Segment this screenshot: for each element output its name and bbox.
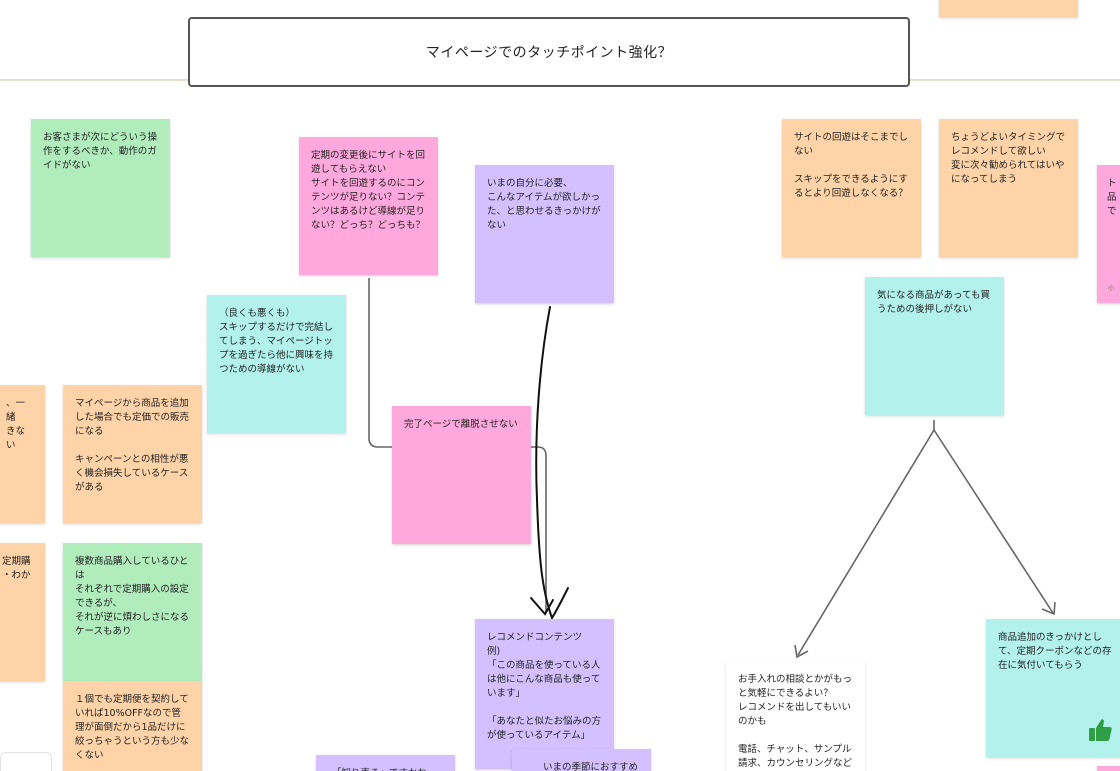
sticky-note-add-product-price[interactable]: マイページから商品を追加した場合でも定価での販売になる キャンペーンとの相性が悪… (63, 385, 202, 523)
sticky-note-skip[interactable]: （良くも悪くも） スキップするだけで完結してしまう、マイページトップを過ぎたら他… (207, 295, 346, 433)
sticky-note-partial-bottom-right[interactable] (1097, 766, 1120, 771)
sticky-note-author-label: 小 (1108, 285, 1115, 292)
connector-no-push-to-consult (797, 420, 935, 656)
sticky-note-multi-products[interactable]: 複数商品購入しているひとは それぞれで定期購入の設定できるが、 それが逆に煩わし… (63, 543, 202, 681)
hand-drawn-arrow (535, 306, 569, 621)
sticky-note-timing-recommend[interactable]: ちょうどよいタイミングでレコメンドして欲しい 変に次々勧められてはいやになってし… (939, 119, 1078, 257)
sticky-note-recommend-content[interactable]: レコメンドコンテンツ 例) 「この商品を使っている人は他にこんな商品も使っていま… (475, 619, 614, 769)
sticky-note-want-items[interactable]: いまの自分に必要、 こんなアイテムが欲しかった、と思わせるきっかけがない (475, 165, 614, 303)
sticky-note-partial-left-2[interactable]: 定期購 ・わか (0, 543, 45, 681)
sticky-note-site-loop[interactable]: 定期の変更後にサイトを回遊してもらえない サイトを回遊するのにコンテンツが足りな… (299, 137, 438, 275)
board-title-frame[interactable]: マイページでのタッチポイント強化？ (188, 17, 910, 87)
sticky-note-next-action[interactable]: お客さまが次にどういう操作をするべきか、動作のガイドがない (31, 119, 170, 257)
sticky-note-partial-right[interactable]: ト 品 で (1097, 165, 1120, 303)
board-title: マイページでのタッチポイント強化？ (425, 45, 673, 61)
sticky-note-consult[interactable]: お手入れの相談とかがもっと気軽にできるよい？ レコメンドを出してもいいのかも 電… (726, 661, 865, 771)
sticky-note-bottom-left[interactable]: 「知り売る」ですかね「リ (316, 755, 455, 771)
toolbar-panel-partial[interactable] (0, 752, 52, 771)
sticky-note-partial-left-1[interactable]: 、一緒 きない (0, 385, 45, 523)
sticky-note-site-loop-weak[interactable]: サイトの回遊はそこまでしない スキップをできるようにするとより回遊しなくなる？ (782, 119, 921, 257)
sticky-note-partial-top[interactable] (939, 0, 1078, 17)
sticky-note-one-item[interactable]: １個でも定期便を契約していれば10%OFFなので管理が面倒だから1品だけに絞っち… (63, 681, 202, 771)
connector-no-push-to-consult-head (794, 644, 809, 659)
sticky-note-no-push[interactable]: 気になる商品があっても買うための後押しがない (865, 277, 1004, 415)
connector-complete-to-recommend (530, 446, 547, 612)
thumbs-up-icon[interactable] (1086, 716, 1114, 744)
connector-no-push-to-coupon-head (1041, 601, 1056, 616)
connector-site-loop-to-complete (368, 278, 392, 448)
hand-drawn-arrowhead (530, 597, 554, 616)
sticky-note-season[interactable]: いまの季節におすすめの (512, 749, 651, 771)
sticky-note-complete-page[interactable]: 完了ページで離脱させない (392, 406, 531, 544)
connector-no-push-to-coupon (933, 429, 1054, 614)
